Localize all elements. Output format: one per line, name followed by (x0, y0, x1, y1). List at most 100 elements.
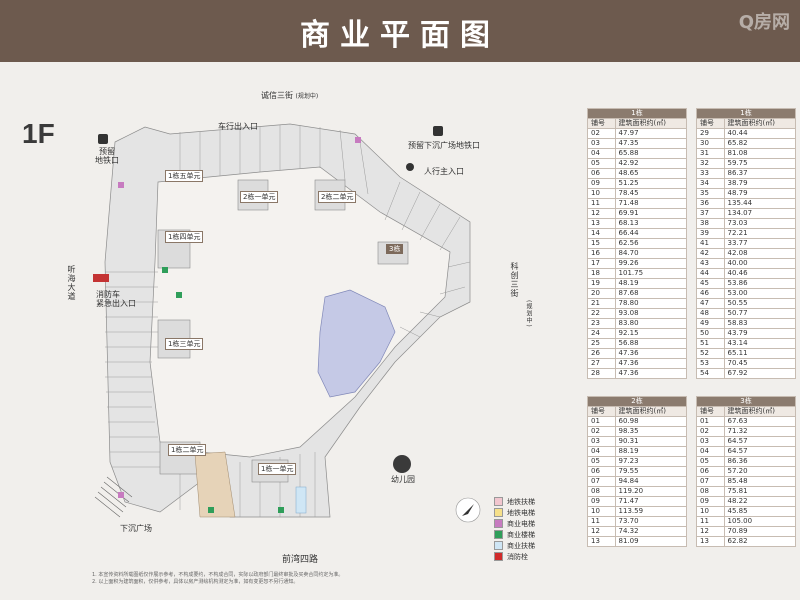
floor-label: 1F (22, 118, 55, 149)
shop-area: 113.59 (614, 506, 688, 517)
shop-number: 12 (587, 526, 616, 537)
shop-area: 94.84 (614, 476, 688, 487)
table-title: 2栋 (587, 396, 687, 407)
legend-swatch (494, 541, 503, 550)
shop-area: 70.45 (723, 358, 797, 369)
shop-number: 25 (587, 338, 616, 349)
shop-number: 08 (696, 486, 725, 497)
shop-area: 65.88 (614, 148, 688, 159)
shop-number: 06 (587, 168, 616, 179)
shop-area: 47.35 (614, 138, 688, 149)
shop-number: 23 (587, 318, 616, 329)
shop-area: 90.31 (614, 436, 688, 447)
shop-number: 12 (587, 208, 616, 219)
shop-area: 43.79 (723, 328, 797, 339)
shop-area: 62.82 (723, 536, 797, 547)
legend: 地铁扶梯地铁电梯商业电梯商业楼梯商业扶梯消防栓 (494, 496, 535, 562)
shop-area: 135.44 (723, 198, 797, 209)
shop-area: 48.79 (723, 188, 797, 199)
shop-area: 48.22 (723, 496, 797, 507)
shop-area: 105.00 (723, 516, 797, 527)
road-bottom: 前湾四路 (282, 555, 319, 565)
shop-number: 15 (587, 238, 616, 249)
shop-number: 33 (696, 168, 725, 179)
table-title: 3栋 (696, 396, 796, 407)
pedestrian-entry-label: 人行主入口 (424, 167, 464, 176)
shop-number: 02 (587, 426, 616, 437)
shop-area: 38.79 (723, 178, 797, 189)
shop-number: 45 (696, 278, 725, 289)
shop-area: 70.89 (723, 526, 797, 537)
shop-number: 46 (696, 288, 725, 299)
shop-number: 48 (696, 308, 725, 319)
shop-number: 02 (696, 426, 725, 437)
shop-number: 13 (587, 218, 616, 229)
col-header-area: 建筑面积约(㎡) (614, 118, 688, 129)
shop-area: 62.56 (614, 238, 688, 249)
shop-number: 13 (696, 536, 725, 547)
shop-area: 33.77 (723, 238, 797, 249)
shop-number: 35 (696, 188, 725, 199)
shop-area: 73.03 (723, 218, 797, 229)
shop-number: 44 (696, 268, 725, 279)
shop-area: 81.08 (723, 148, 797, 159)
shop-area: 48.19 (614, 278, 688, 289)
shop-area: 53.86 (723, 278, 797, 289)
table-title: 1栋 (696, 108, 796, 119)
shop-number: 18 (587, 268, 616, 279)
shop-number: 37 (696, 208, 725, 219)
shop-number: 07 (696, 476, 725, 487)
legend-item: 商业扶梯 (494, 540, 535, 551)
shop-area: 66.44 (614, 228, 688, 239)
road-top: 诚信三街 (规划中) (261, 91, 319, 100)
shop-number: 10 (696, 506, 725, 517)
shop-number: 03 (696, 436, 725, 447)
shop-number: 42 (696, 248, 725, 259)
shop-number: 34 (696, 178, 725, 189)
shop-area: 71.32 (723, 426, 797, 437)
shop-area: 68.13 (614, 218, 688, 229)
shop-number: 16 (587, 248, 616, 259)
shop-number: 04 (587, 446, 616, 457)
shop-area: 67.92 (723, 368, 797, 379)
shop-number: 22 (587, 308, 616, 319)
shop-number: 51 (696, 338, 725, 349)
shop-number: 07 (587, 476, 616, 487)
shop-area: 47.97 (614, 128, 688, 139)
fire-entry-label: 消防车 紧急出入口 (96, 290, 136, 308)
col-header-num: 铺号 (587, 406, 616, 417)
shop-number: 03 (587, 436, 616, 447)
shop-area: 93.08 (614, 308, 688, 319)
legend-item: 地铁电梯 (494, 507, 535, 518)
table-title: 1栋 (587, 108, 687, 119)
shop-area: 59.75 (723, 158, 797, 169)
shop-number: 38 (696, 218, 725, 229)
metro-icon (98, 134, 108, 144)
shop-number: 41 (696, 238, 725, 249)
